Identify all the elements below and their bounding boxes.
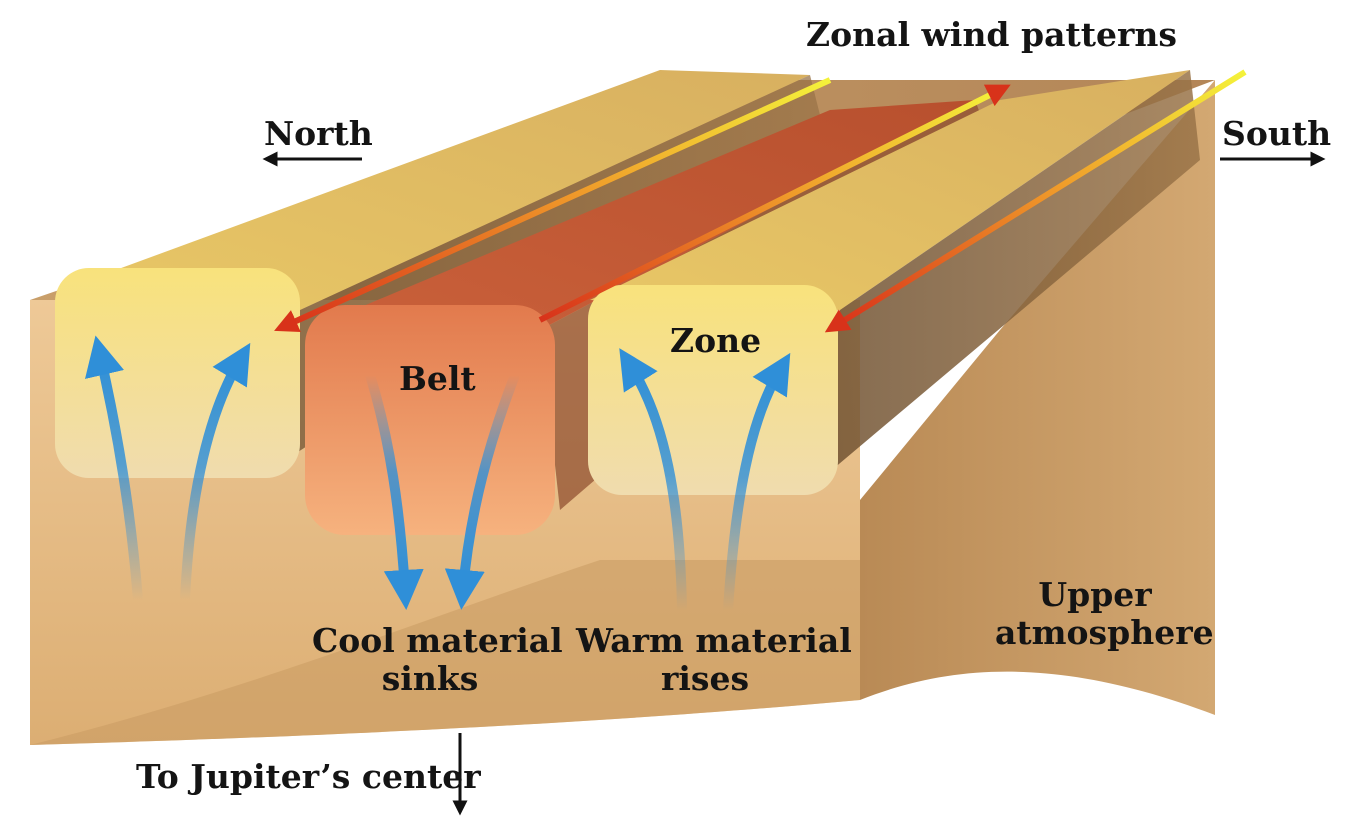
rising-arrow-south-1 [619, 348, 687, 611]
south-zone-cube [588, 285, 838, 495]
rising-arrow-south-2 [723, 352, 791, 611]
belt-label: Belt [399, 359, 476, 398]
wind-arrow-belt [538, 84, 1011, 323]
north-label: North [264, 114, 373, 153]
upper-atmosphere-line1: Upper [1038, 575, 1152, 614]
belt-cube [305, 305, 555, 535]
warm-material-line1: Warm material [576, 621, 852, 660]
south-zone-shadow [820, 70, 1200, 480]
zone-label: Zone [670, 321, 762, 360]
north-zone-band [75, 70, 810, 310]
rising-arrow-north-1 [85, 335, 143, 601]
cool-material-label: Cool material sinks [312, 621, 563, 698]
south-label: South [1222, 114, 1332, 153]
zonal-wind-label: Zonal wind patterns [806, 15, 1177, 54]
north-zone-cube [55, 268, 300, 478]
rising-arrow-north-2 [180, 342, 251, 601]
upper-atmosphere-line2: atmosphere [995, 613, 1214, 652]
warm-material-label: Warm material rises [576, 621, 852, 698]
slab-front-shadow [30, 560, 860, 745]
warm-material-line2: rises [660, 659, 750, 698]
jupiter-center-label: To Jupiter’s center [136, 757, 481, 796]
cool-material-line1: Cool material [312, 621, 563, 660]
sinking-arrow-belt-2 [444, 373, 520, 610]
slab-side-face [860, 80, 1215, 715]
south-zone-band [590, 70, 1190, 310]
upper-atmosphere-label: Upper atmosphere [995, 575, 1214, 652]
cool-material-line2: sinks [381, 659, 479, 698]
belt-band [330, 100, 975, 330]
wind-arrow-north [274, 77, 832, 333]
wind-arrow-south [824, 69, 1247, 333]
sinking-arrow-belt-1 [365, 373, 424, 610]
